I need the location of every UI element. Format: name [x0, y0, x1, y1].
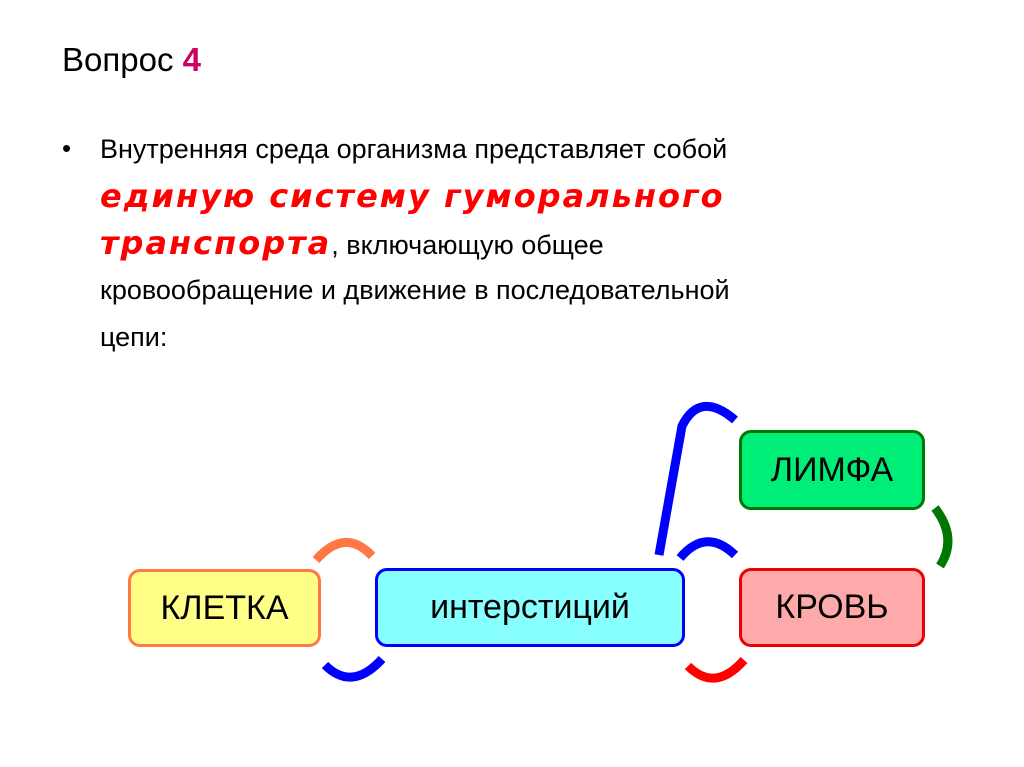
paragraph-line-2: единую систему гуморального — [100, 173, 940, 220]
paragraph-line-3-rest: , включающую общее — [331, 230, 604, 260]
paragraph-line-3: транспорта, включающую общее — [100, 220, 940, 267]
title-number: 4 — [182, 41, 201, 78]
paragraph-line-4: кровообращение и движение в последовател… — [100, 275, 730, 305]
arrow-interstitium-to-lymph — [654, 401, 738, 556]
arrow-blood-to-interstitium — [684, 656, 748, 683]
title-prefix: Вопрос — [62, 41, 174, 78]
slide-title: Вопрос 4 — [62, 40, 201, 80]
node-lymph: ЛИМФА — [739, 430, 925, 510]
arrow-lymph-to-blood — [931, 505, 953, 569]
node-blood: КРОВЬ — [739, 568, 925, 647]
node-cell: КЛЕТКА — [128, 569, 321, 647]
node-interstitium: интерстиций — [375, 568, 685, 647]
paragraph-line-1: Внутренняя среда организма представляет … — [100, 134, 728, 164]
arrow-cell-to-interstitium — [312, 537, 376, 564]
arrow-interstitium-to-cell — [321, 655, 386, 682]
paragraph-line-5: цепи: — [100, 322, 168, 352]
highlight-text-1: единую систему гуморального — [100, 177, 725, 215]
bullet-icon: • — [62, 133, 72, 163]
arrow-interstitium-to-blood — [676, 537, 739, 562]
bullet-paragraph: Внутренняя среда организма представляет … — [100, 126, 940, 361]
highlight-text-2: транспорта — [100, 224, 332, 262]
